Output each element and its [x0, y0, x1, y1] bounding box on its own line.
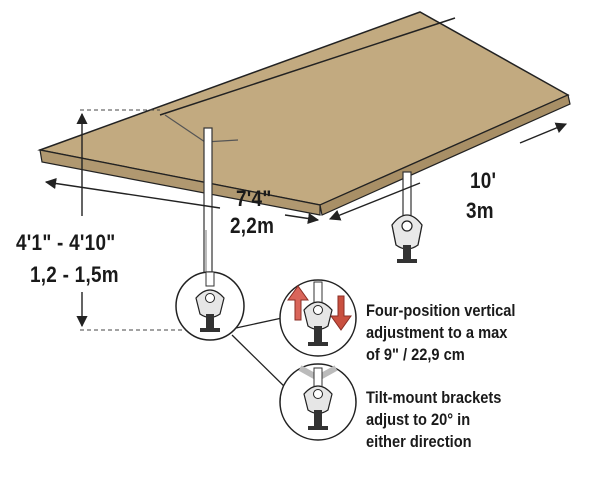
vertical-adjust-callout: Four-position vertical adjustment to a m…	[366, 300, 515, 366]
vertical-callout-line2: adjustment to a max	[366, 323, 508, 342]
front-pole	[203, 127, 213, 289]
height-dimension	[76, 109, 200, 331]
up-arrow-icon	[287, 285, 309, 321]
tilt-mount-circle	[279, 363, 357, 441]
tilt-callout-line1: Tilt-mount brackets	[366, 388, 502, 407]
length-dimension	[328, 122, 568, 221]
width-dimension	[44, 177, 320, 225]
vertical-adjust-circle	[279, 279, 357, 357]
rear-pole-bracket	[391, 171, 423, 263]
vertical-callout-line3: of 9" / 22,9 cm	[366, 345, 465, 364]
callout-connectors	[231, 317, 291, 393]
length-label-m: 3m	[466, 198, 494, 223]
tilt-callout-line2: adjust to 20° in	[366, 410, 471, 429]
down-arrow-icon	[330, 295, 352, 331]
length-label-ft: 10'	[470, 168, 497, 193]
roof-ridge-line	[159, 17, 456, 116]
width-label-ft: 7'4"	[236, 186, 272, 211]
tilt-callout-line3: either direction	[366, 432, 472, 451]
base-detail-circle	[175, 271, 245, 341]
height-label-ft: 4'1" - 4'10"	[16, 230, 116, 255]
tilt-mount-callout: Tilt-mount brackets adjust to 20° in eit…	[366, 387, 501, 453]
canopy-roof	[37, 11, 571, 216]
height-label-m: 1,2 - 1,5m	[30, 262, 119, 287]
vertical-callout-line1: Four-position vertical	[366, 301, 516, 320]
width-label-m: 2,2m	[230, 213, 275, 238]
